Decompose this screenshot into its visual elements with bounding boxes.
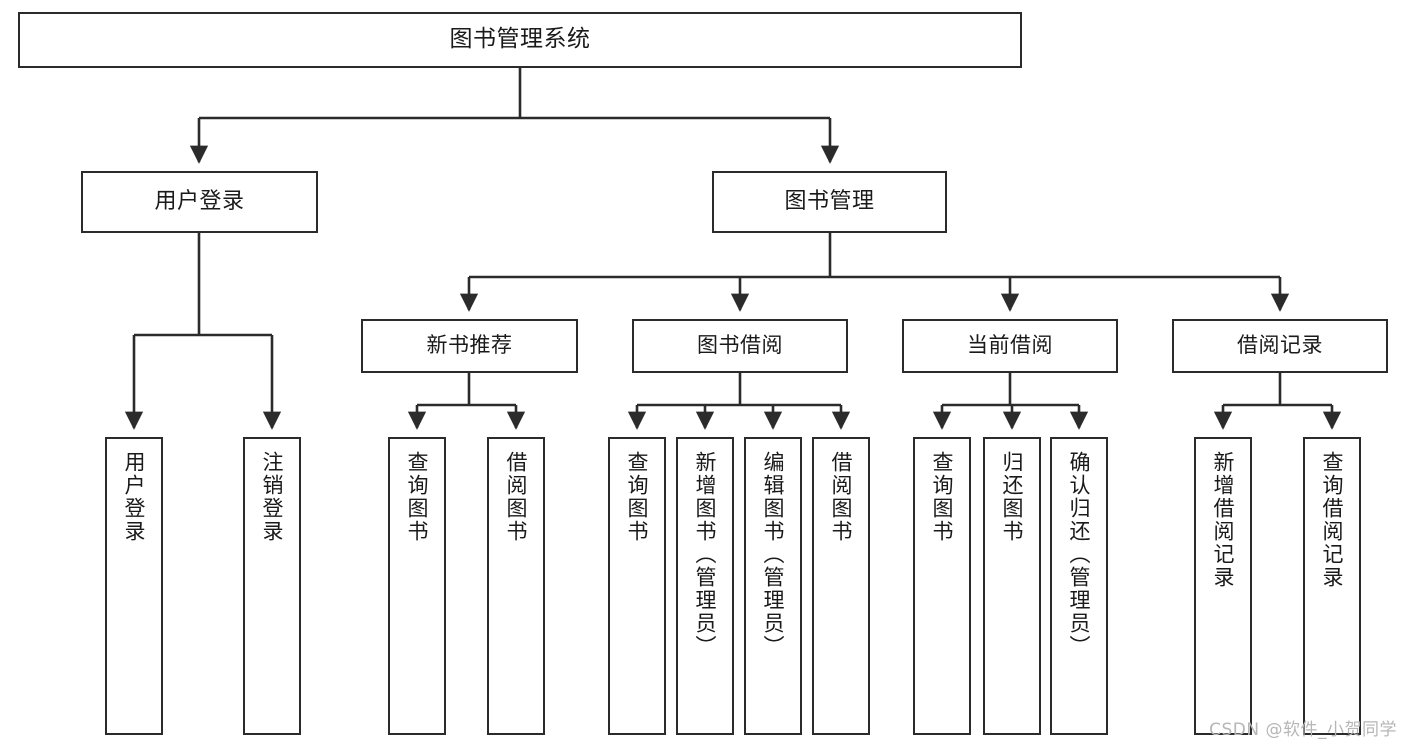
leaf-recommend-query-book[interactable]: 查询图书: [388, 437, 446, 735]
leaf-user-logout[interactable]: 注销登录: [243, 437, 301, 735]
leaf-record-query-record[interactable]: 查询借阅记录: [1303, 437, 1361, 735]
node-current-borrow[interactable]: 当前借阅: [902, 319, 1118, 373]
leaf-record-add-record-label: 新增借阅记录: [1211, 451, 1236, 589]
leaf-recommend-borrow-book[interactable]: 借阅图书: [487, 437, 545, 735]
leaf-borrow-borrow-book-label: 借阅图书: [829, 451, 854, 543]
leaf-borrow-query-book-label: 查询图书: [625, 451, 650, 543]
leaf-current-return-book[interactable]: 归还图书: [983, 437, 1041, 735]
leaf-current-confirm-return-label: 确认归还（管理员）: [1067, 451, 1092, 658]
node-book-management-label: 图书管理: [784, 188, 875, 214]
csdn-watermark: CSDN @软件_小贺同学: [1209, 720, 1397, 740]
leaf-user-logout-label: 注销登录: [260, 451, 285, 543]
leaf-current-query-book-label: 查询图书: [930, 451, 955, 543]
leaf-borrow-add-book-label: 新增图书（管理员）: [693, 451, 718, 658]
leaf-recommend-query-book-label: 查询图书: [405, 451, 430, 543]
node-book-borrow-label: 图书借阅: [697, 333, 783, 358]
leaf-record-query-record-label: 查询借阅记录: [1320, 451, 1345, 589]
leaf-recommend-borrow-book-label: 借阅图书: [504, 451, 529, 543]
leaf-current-query-book[interactable]: 查询图书: [913, 437, 971, 735]
node-new-book-recommend[interactable]: 新书推荐: [361, 319, 578, 373]
leaf-borrow-edit-book-label: 编辑图书（管理员）: [761, 451, 786, 658]
leaf-borrow-add-book[interactable]: 新增图书（管理员）: [676, 437, 734, 735]
node-book-management[interactable]: 图书管理: [712, 171, 947, 233]
node-new-book-recommend-label: 新书推荐: [426, 333, 513, 358]
node-borrow-record[interactable]: 借阅记录: [1172, 319, 1388, 373]
leaf-record-add-record[interactable]: 新增借阅记录: [1194, 437, 1252, 735]
leaf-borrow-edit-book[interactable]: 编辑图书（管理员）: [744, 437, 802, 735]
node-current-borrow-label: 当前借阅: [967, 333, 1053, 358]
leaf-current-return-book-label: 归还图书: [1000, 451, 1025, 543]
leaf-user-login[interactable]: 用户登录: [105, 437, 163, 735]
node-borrow-record-label: 借阅记录: [1237, 333, 1323, 358]
leaf-current-confirm-return[interactable]: 确认归还（管理员）: [1050, 437, 1108, 735]
leaf-borrow-borrow-book[interactable]: 借阅图书: [812, 437, 870, 735]
node-root[interactable]: 图书管理系统: [18, 12, 1022, 68]
node-book-borrow[interactable]: 图书借阅: [632, 319, 848, 373]
leaf-user-login-label: 用户登录: [122, 451, 147, 543]
node-user-login-label: 用户登录: [154, 188, 245, 214]
node-user-login[interactable]: 用户登录: [81, 171, 318, 233]
node-root-label: 图书管理系统: [449, 26, 591, 53]
leaf-borrow-query-book[interactable]: 查询图书: [608, 437, 666, 735]
